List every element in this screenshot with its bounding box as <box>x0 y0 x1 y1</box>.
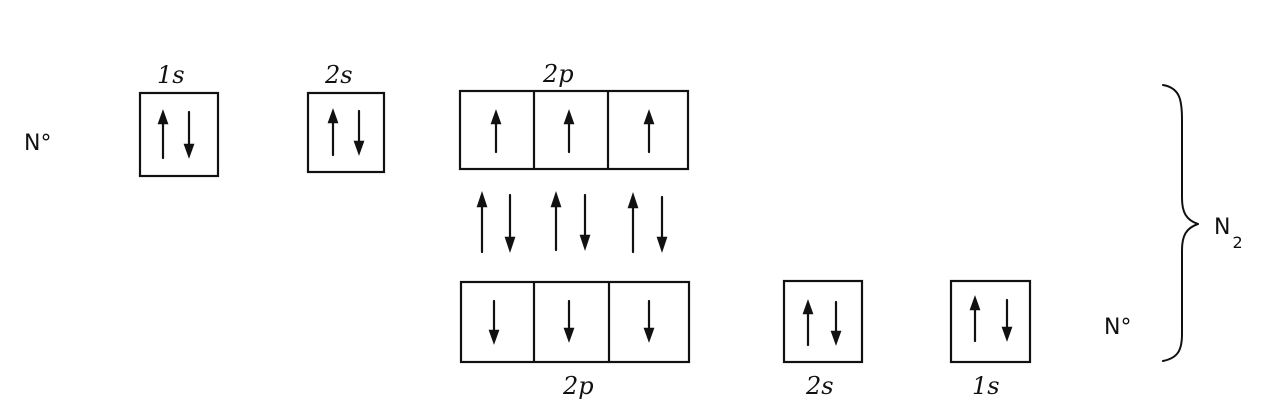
electron-up-arrow <box>550 191 562 252</box>
bottom-atom-label: N° <box>1104 315 1131 340</box>
top-1s-label: 1s <box>157 61 185 89</box>
top-2p-label: 2p <box>542 60 574 88</box>
electron-up-arrow <box>643 109 655 154</box>
top-2s-label: 2s <box>324 61 353 89</box>
electron-down-arrow <box>504 193 516 253</box>
electron-up-arrow <box>490 109 502 154</box>
top-atom-label: N° <box>24 131 51 156</box>
electron-up-arrow <box>476 191 488 254</box>
molecule-subscript: 2 <box>1232 233 1242 252</box>
bottom-1s-label: 1s <box>972 372 1000 400</box>
bottom-1s-box <box>949 279 1032 364</box>
bottom-2p-box <box>459 280 691 364</box>
bottom-2s-electrons <box>802 299 842 347</box>
shared-pair <box>627 192 668 254</box>
electron-up-arrow <box>627 192 639 254</box>
top-1s-box <box>138 91 220 178</box>
bottom-2p-electrons <box>488 299 655 345</box>
electron-down-arrow <box>183 110 195 159</box>
electron-up-arrow <box>969 295 981 343</box>
electron-down-arrow <box>579 193 591 251</box>
bottom-1s-electrons <box>969 295 1013 343</box>
top-2s-electrons <box>327 108 365 157</box>
shared-pair <box>476 191 516 254</box>
electron-down-arrow <box>488 299 500 345</box>
electron-down-arrow <box>643 299 655 343</box>
bottom-2s-box <box>782 279 864 364</box>
top-2p-box <box>458 89 690 171</box>
top-2p-electrons <box>490 109 655 154</box>
shared-pair <box>550 191 591 252</box>
electron-up-arrow <box>563 109 575 154</box>
bottom-2s-label: 2s <box>805 372 834 400</box>
bottom-2p-label: 2p <box>562 372 594 400</box>
shared-electron-pairs <box>476 191 668 254</box>
top-2s-box <box>306 91 386 174</box>
molecule-brace <box>1162 84 1199 362</box>
top-1s-electrons <box>157 109 195 160</box>
molecule-label: N2 <box>1214 215 1243 252</box>
electron-up-arrow <box>157 109 169 160</box>
electron-down-arrow <box>830 300 842 346</box>
electron-down-arrow <box>563 299 575 343</box>
electron-up-arrow <box>327 108 339 157</box>
electron-down-arrow <box>1001 298 1013 342</box>
electron-down-arrow <box>353 109 365 156</box>
molecule-symbol: N <box>1214 215 1230 240</box>
electron-up-arrow <box>802 299 814 347</box>
electron-down-arrow <box>656 195 668 253</box>
